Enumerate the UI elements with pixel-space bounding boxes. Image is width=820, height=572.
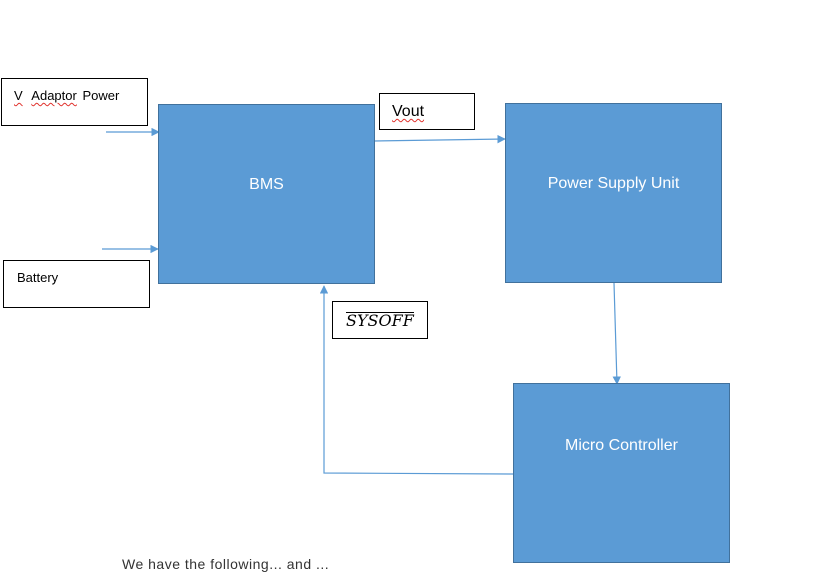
- vout-label: Vout: [379, 93, 475, 130]
- footer-cut-text: We have the following... and ...: [122, 556, 330, 572]
- sysoff-label: SYSOFF: [332, 301, 428, 339]
- battery-label: Battery: [3, 260, 150, 308]
- vout-text: Vout: [392, 103, 425, 120]
- psu-label: Power Supply Unit: [547, 175, 680, 192]
- adaptor-power-label: V Adaptor Power: [1, 78, 148, 126]
- battery-text: Battery: [17, 270, 59, 285]
- vout-arrow: [373, 134, 506, 144]
- micro-controller-block: Micro Controller: [513, 383, 730, 563]
- bms-block: BMS: [158, 104, 375, 284]
- adaptor-word: Adaptor: [31, 88, 77, 103]
- power-supply-unit-block: Power Supply Unit: [505, 103, 722, 283]
- adaptor-suffix: Power: [82, 88, 120, 103]
- sysoff-text: SYSOFF: [346, 311, 414, 330]
- psu-to-mcu-arrow: [612, 282, 621, 385]
- sysoff-feedback-arrow: [319, 285, 515, 475]
- bms-label: BMS: [249, 176, 284, 193]
- adaptor-prefix: V: [14, 88, 23, 103]
- mcu-label: Micro Controller: [565, 437, 678, 454]
